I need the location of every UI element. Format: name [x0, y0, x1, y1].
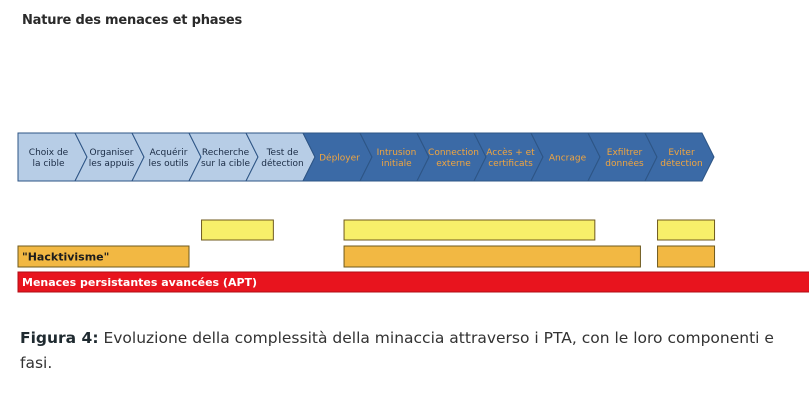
phase-label-12-line-2: détection [660, 158, 703, 169]
phase-label-9-line-1: Accès + et [486, 147, 535, 158]
phase-label-11-line-1: Exfiltrer [607, 148, 643, 158]
phase-label-3-line-1: Acquérir [150, 147, 188, 158]
phase-label-4-line-1: Recherche [202, 148, 250, 158]
phase-label-6-line-1: Déployer [319, 153, 360, 164]
threat-bar-3-segment-1 [17, 271, 809, 293]
threat-bar-1-segment-3 [657, 219, 716, 241]
figure-title: Nature des menaces et phases [22, 13, 243, 28]
phase-label-3-line-2: les outils [148, 159, 188, 169]
phase-label-5-line-2: détection [261, 158, 304, 169]
phase-label-8-line-1: Connection [428, 148, 479, 158]
caption-label: Figura 4: [20, 329, 99, 347]
caption-text: Evoluzione della complessità della minac… [20, 329, 774, 372]
figure-caption: Figura 4: Evoluzione della complessità d… [20, 326, 790, 376]
phase-label-2-line-2: les appuis [89, 159, 135, 169]
threat-bar-2-segment-3 [657, 245, 716, 268]
phase-label-12-line-1: Eviter [668, 148, 695, 158]
threat-bar-label-3: Menaces persistantes avancées (APT) [22, 276, 257, 289]
phase-label-4-line-2: sur la cible [201, 159, 250, 169]
phase-label-7-line-2: initiale [381, 159, 412, 169]
threat-bars: "Hacktivisme" Menaces persistantes avancé… [17, 219, 809, 293]
phase-label-10-line-1: Ancrage [549, 154, 587, 164]
phase-label-9-line-2: certificats [488, 159, 533, 169]
threat-bar-2-segment-2 [343, 245, 641, 268]
phase-label-1-line-2: la cible [32, 159, 65, 169]
phase-label-8-line-2: externe [436, 159, 471, 169]
phase-label-11-line-2: données [605, 158, 644, 169]
threat-bar-1-segment-2 [343, 219, 596, 241]
phase-label-2-line-1: Organiser [90, 148, 134, 158]
threat-bar-1-segment-1 [201, 219, 274, 241]
phase-label-7-line-1: Intrusion [377, 148, 417, 158]
phase-label-5-line-1: Test de [266, 148, 299, 158]
phase-label-1-line-1: Choix de [29, 148, 69, 158]
phase-chevron-12 [644, 132, 715, 182]
threat-bar-2-segment-1 [17, 245, 190, 268]
threat-bar-label-2: "Hacktivisme" [22, 251, 109, 264]
